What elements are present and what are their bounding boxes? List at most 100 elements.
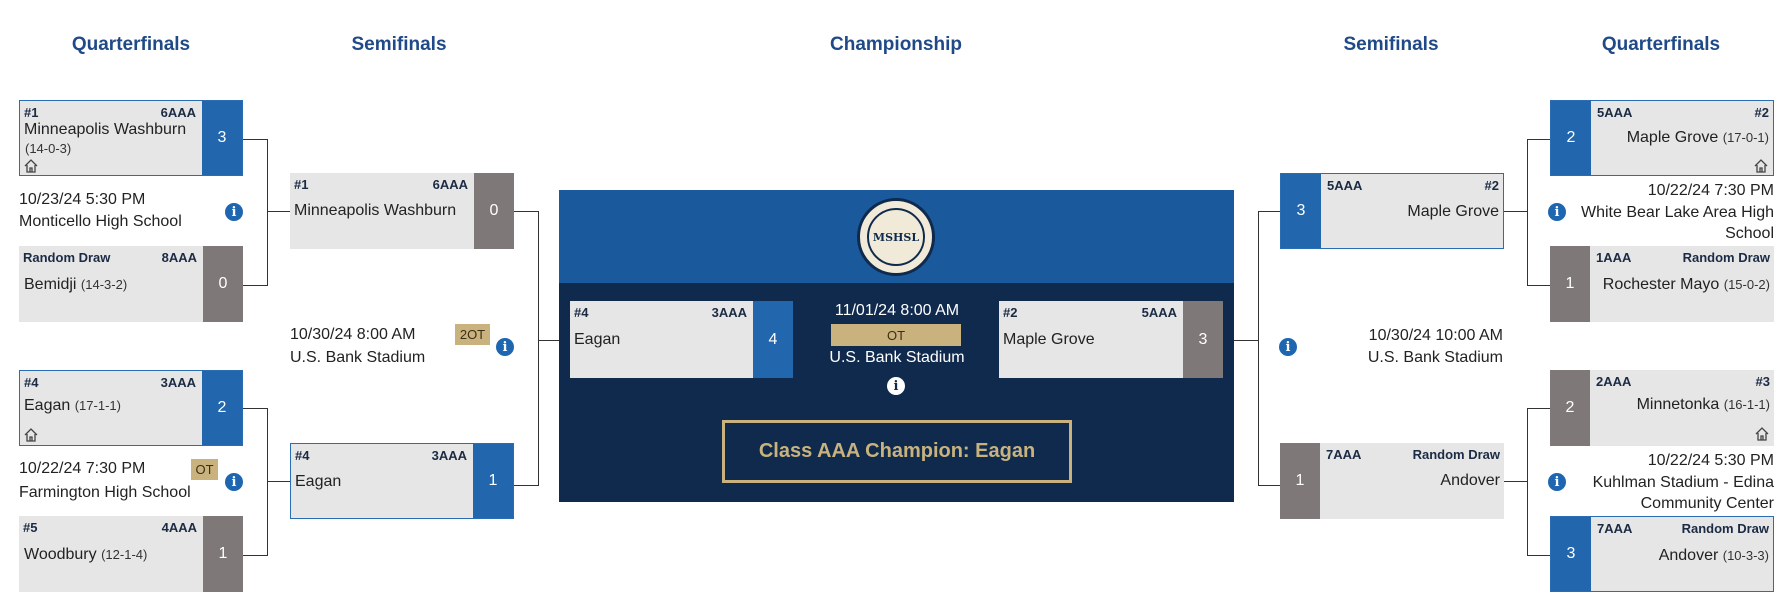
info-icon[interactable]: i bbox=[225, 203, 243, 221]
team-name: Woodbury (12-1-4) bbox=[24, 546, 148, 563]
seed-label: Random Draw bbox=[1681, 521, 1769, 536]
info-icon[interactable]: i bbox=[496, 338, 514, 356]
seed-label: Random Draw bbox=[1682, 250, 1770, 265]
bracket-line bbox=[243, 555, 267, 556]
class-label: 4AAA bbox=[161, 520, 197, 535]
team-card[interactable]: #1 6AAA Minneapolis Washburn (14-0-3) 3 bbox=[19, 100, 243, 176]
bracket-line bbox=[1258, 485, 1280, 486]
bracket-line bbox=[243, 285, 267, 286]
team-card[interactable]: 3 7AAA Random Draw Andover (10-3-3) bbox=[1550, 516, 1774, 592]
score-box: 3 bbox=[1183, 301, 1223, 378]
team-card[interactable]: #4 3AAA Eagan 1 bbox=[290, 443, 514, 519]
overtime-badge: OT bbox=[191, 459, 218, 480]
team-name: Eagan bbox=[574, 331, 621, 348]
home-icon bbox=[24, 159, 38, 173]
team-name: Maple Grove bbox=[1003, 331, 1095, 348]
score-box: 4 bbox=[753, 301, 793, 378]
team-card[interactable]: 1 1AAA Random Draw Rochester Mayo (15-0-… bbox=[1550, 246, 1774, 322]
bracket-line bbox=[1234, 340, 1258, 341]
game-venue: U.S. Bank Stadium bbox=[290, 349, 426, 366]
team-name: Minnetonka (16-1-1) bbox=[1636, 396, 1770, 413]
team-card[interactable]: Random Draw 8AAA Bemidji (14-3-2) 0 bbox=[19, 246, 243, 322]
home-icon bbox=[1754, 159, 1768, 173]
overtime-badge: 2OT bbox=[455, 324, 490, 345]
game-venue: Kuhlman Stadium - Edina Community Center bbox=[1592, 474, 1774, 512]
score-box: 2 bbox=[1550, 370, 1590, 446]
bracket-line bbox=[1504, 481, 1527, 482]
seed-label: #2 bbox=[1003, 305, 1018, 320]
team-card[interactable]: 2 2AAA #3 Minnetonka (16-1-1) bbox=[1550, 370, 1774, 446]
team-name: Bemidji (14-3-2) bbox=[24, 276, 128, 293]
bracket-line bbox=[267, 139, 268, 286]
team-name: Eagan (17-1-1) bbox=[24, 397, 121, 414]
seed-label: #2 bbox=[1484, 178, 1499, 193]
mshsl-logo: MSHSL bbox=[857, 198, 935, 276]
bracket-line bbox=[1527, 139, 1550, 140]
class-label: 6AAA bbox=[160, 105, 196, 120]
info-icon[interactable]: i bbox=[887, 377, 905, 395]
game-date: 10/22/24 7:30 PM bbox=[1647, 182, 1774, 199]
score-box: 2 bbox=[202, 371, 242, 445]
bracket-line bbox=[243, 139, 267, 140]
team-card[interactable]: 2 5AAA #2 Maple Grove (17-0-1) bbox=[1550, 100, 1774, 176]
info-icon[interactable]: i bbox=[1548, 203, 1566, 221]
score-box: 3 bbox=[1551, 517, 1591, 591]
bracket-line bbox=[267, 481, 290, 482]
bracket-line bbox=[538, 211, 539, 486]
home-icon bbox=[1755, 427, 1769, 441]
bracket-line bbox=[267, 211, 290, 212]
bracket-line bbox=[1527, 408, 1528, 556]
seed-label: Random Draw bbox=[23, 250, 111, 265]
champion-banner: Class AAA Champion: Eagan bbox=[722, 420, 1072, 483]
game-venue: Farmington High School bbox=[19, 484, 191, 501]
overtime-badge: OT bbox=[831, 324, 961, 346]
seed-label: #2 bbox=[1754, 105, 1769, 120]
score-box: 0 bbox=[203, 246, 243, 322]
round-title-left-sf: Semifinals bbox=[351, 34, 447, 55]
seed-label: Random Draw bbox=[1412, 447, 1500, 462]
info-icon[interactable]: i bbox=[1548, 473, 1566, 491]
bracket-line bbox=[1527, 139, 1528, 286]
team-name: Minneapolis Washburn bbox=[294, 202, 457, 219]
game-date: 10/30/24 10:00 AM bbox=[1368, 327, 1503, 344]
class-label: 2AAA bbox=[1596, 374, 1632, 389]
score-box: 0 bbox=[474, 173, 514, 249]
team-name: Andover (10-3-3) bbox=[1658, 547, 1769, 564]
seed-label: #4 bbox=[574, 305, 589, 320]
class-label: 5AAA bbox=[1327, 178, 1363, 193]
team-record: (14-0-3) bbox=[25, 141, 72, 156]
bracket-line bbox=[1504, 211, 1527, 212]
game-venue: White Bear Lake Area High School bbox=[1581, 204, 1774, 242]
team-card[interactable]: #1 6AAA Minneapolis Washburn 0 bbox=[290, 173, 514, 249]
bracket-line bbox=[538, 340, 559, 341]
score-box: 2 bbox=[1551, 101, 1591, 175]
team-card[interactable]: #5 4AAA Woodbury (12-1-4) 1 bbox=[19, 516, 243, 592]
score-box: 3 bbox=[202, 101, 242, 175]
team-card[interactable]: 1 7AAA Random Draw Andover bbox=[1280, 443, 1504, 519]
seed-label: #1 bbox=[294, 177, 309, 192]
round-title-left-qf: Quarterfinals bbox=[71, 34, 191, 55]
score-box: 1 bbox=[1550, 246, 1590, 322]
bracket-line bbox=[514, 485, 538, 486]
team-name: Andover bbox=[1440, 472, 1500, 489]
seed-label: #5 bbox=[23, 520, 38, 535]
team-card[interactable]: #4 3AAA Eagan (17-1-1) 2 bbox=[19, 370, 243, 446]
team-card[interactable]: #4 3AAA Eagan 4 bbox=[570, 301, 793, 378]
info-icon[interactable]: i bbox=[225, 473, 243, 491]
final-date: 11/01/24 8:00 AM bbox=[834, 302, 960, 319]
round-title-final: Championship bbox=[830, 34, 962, 55]
class-label: 5AAA bbox=[1597, 105, 1633, 120]
game-venue: Monticello High School bbox=[19, 213, 182, 230]
final-venue: U.S. Bank Stadium bbox=[829, 349, 965, 366]
team-card[interactable]: 3 5AAA #2 Maple Grove bbox=[1280, 173, 1504, 249]
bracket-line bbox=[514, 211, 538, 212]
round-title-right-sf: Semifinals bbox=[1343, 34, 1439, 55]
bracket-line bbox=[1258, 211, 1280, 212]
seed-label: #4 bbox=[24, 375, 39, 390]
bracket-line bbox=[1527, 285, 1550, 286]
team-name: Minneapolis Washburn bbox=[24, 121, 187, 138]
class-label: 1AAA bbox=[1596, 250, 1632, 265]
team-card[interactable]: #2 5AAA Maple Grove 3 bbox=[999, 301, 1223, 378]
info-icon[interactable]: i bbox=[1279, 338, 1297, 356]
score-box: 1 bbox=[203, 516, 243, 592]
